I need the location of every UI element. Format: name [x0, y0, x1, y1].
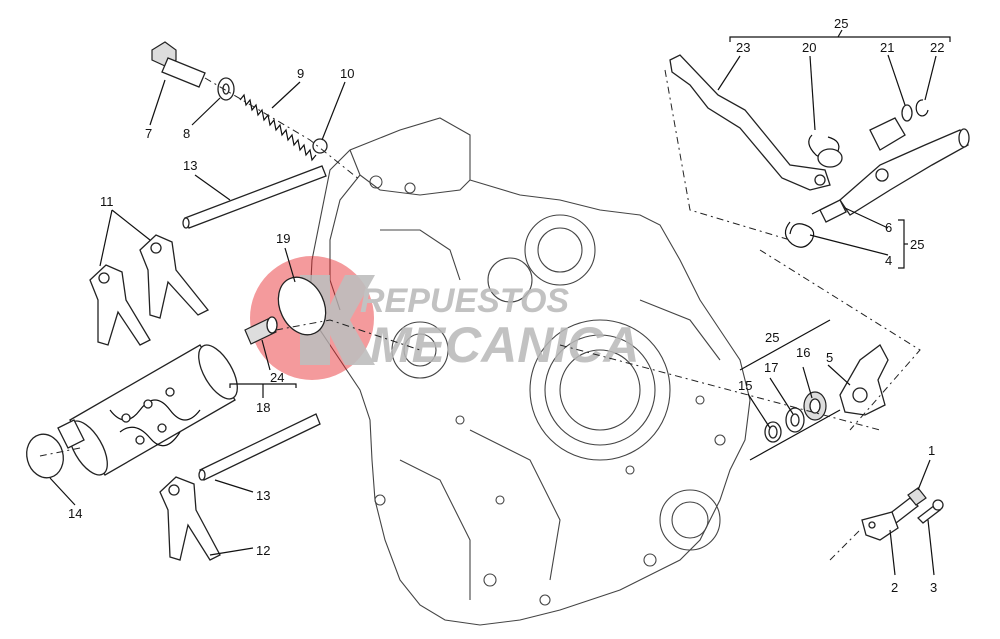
part-drum-pin	[244, 316, 278, 345]
callout-13-upper: 13	[183, 158, 197, 173]
part-fork-shaft-lower	[198, 413, 321, 481]
callout-9: 9	[297, 66, 304, 81]
callout-7: 7	[145, 126, 152, 141]
callout-25-middle: 25	[765, 330, 779, 345]
part-bolt	[887, 487, 927, 524]
part-shift-fork-lower	[159, 476, 221, 561]
part-o-ring-large	[26, 433, 64, 479]
part-selector-drum	[57, 344, 238, 476]
callout-19: 19	[276, 231, 290, 246]
assembly-center-lines	[39, 69, 921, 561]
group-bracket-25-middle	[739, 319, 841, 461]
part-torsion-spring	[808, 134, 843, 168]
watermark-line-2: MECANICA	[370, 317, 639, 373]
part-oil-seal	[803, 391, 827, 421]
callout-5: 5	[826, 350, 833, 365]
callout-4: 4	[885, 253, 892, 268]
callout-24: 24	[270, 370, 284, 385]
callout-23: 23	[736, 40, 750, 55]
part-shift-fork-right	[139, 234, 210, 319]
callout-22: 22	[930, 40, 944, 55]
watermark-line-1: REPUESTOS	[360, 282, 569, 320]
callout-14: 14	[68, 506, 82, 521]
part-bushing	[819, 199, 847, 223]
part-washer	[217, 77, 235, 101]
part-bracket	[839, 344, 889, 416]
leader-lines	[49, 54, 937, 576]
callout-10: 10	[340, 66, 354, 81]
part-screw	[917, 499, 944, 524]
group-bracket-25-side	[898, 219, 908, 269]
callout-3: 3	[930, 580, 937, 595]
callout-13-lower: 13	[256, 488, 270, 503]
callout-16: 16	[796, 345, 810, 360]
part-ball	[312, 138, 328, 154]
part-spring	[239, 93, 317, 162]
callout-2: 2	[891, 580, 898, 595]
group-bracket-18	[229, 383, 297, 398]
callout-20: 20	[802, 40, 816, 55]
part-circlip	[915, 99, 929, 117]
callout-6: 6	[885, 220, 892, 235]
part-shift-lever-plate	[669, 54, 831, 191]
callout-1: 1	[928, 443, 935, 458]
part-plate	[861, 511, 899, 541]
callout-labels: 1 2 3 4 5 6 7 8 9 10 11 12 13 13 14 15 1…	[68, 16, 944, 595]
part-fork-shaft-upper	[182, 165, 327, 229]
part-gear-shift-shaft	[839, 117, 970, 216]
callout-11: 11	[100, 194, 114, 209]
callout-17: 17	[764, 360, 778, 375]
part-washer-small	[901, 104, 913, 122]
part-pin	[151, 41, 206, 88]
callout-25-top: 25	[834, 16, 848, 31]
callout-15: 15	[738, 378, 752, 393]
callout-25-side: 25	[910, 237, 924, 252]
callout-21: 21	[880, 40, 894, 55]
part-shift-fork-left	[89, 264, 151, 346]
crankcase-half	[309, 117, 751, 626]
callout-12: 12	[256, 543, 270, 558]
callout-8: 8	[183, 126, 190, 141]
callout-18: 18	[256, 400, 270, 415]
part-washer-mid	[785, 407, 805, 433]
group-bracket-25-top	[729, 29, 951, 42]
part-o-ring	[277, 276, 327, 336]
